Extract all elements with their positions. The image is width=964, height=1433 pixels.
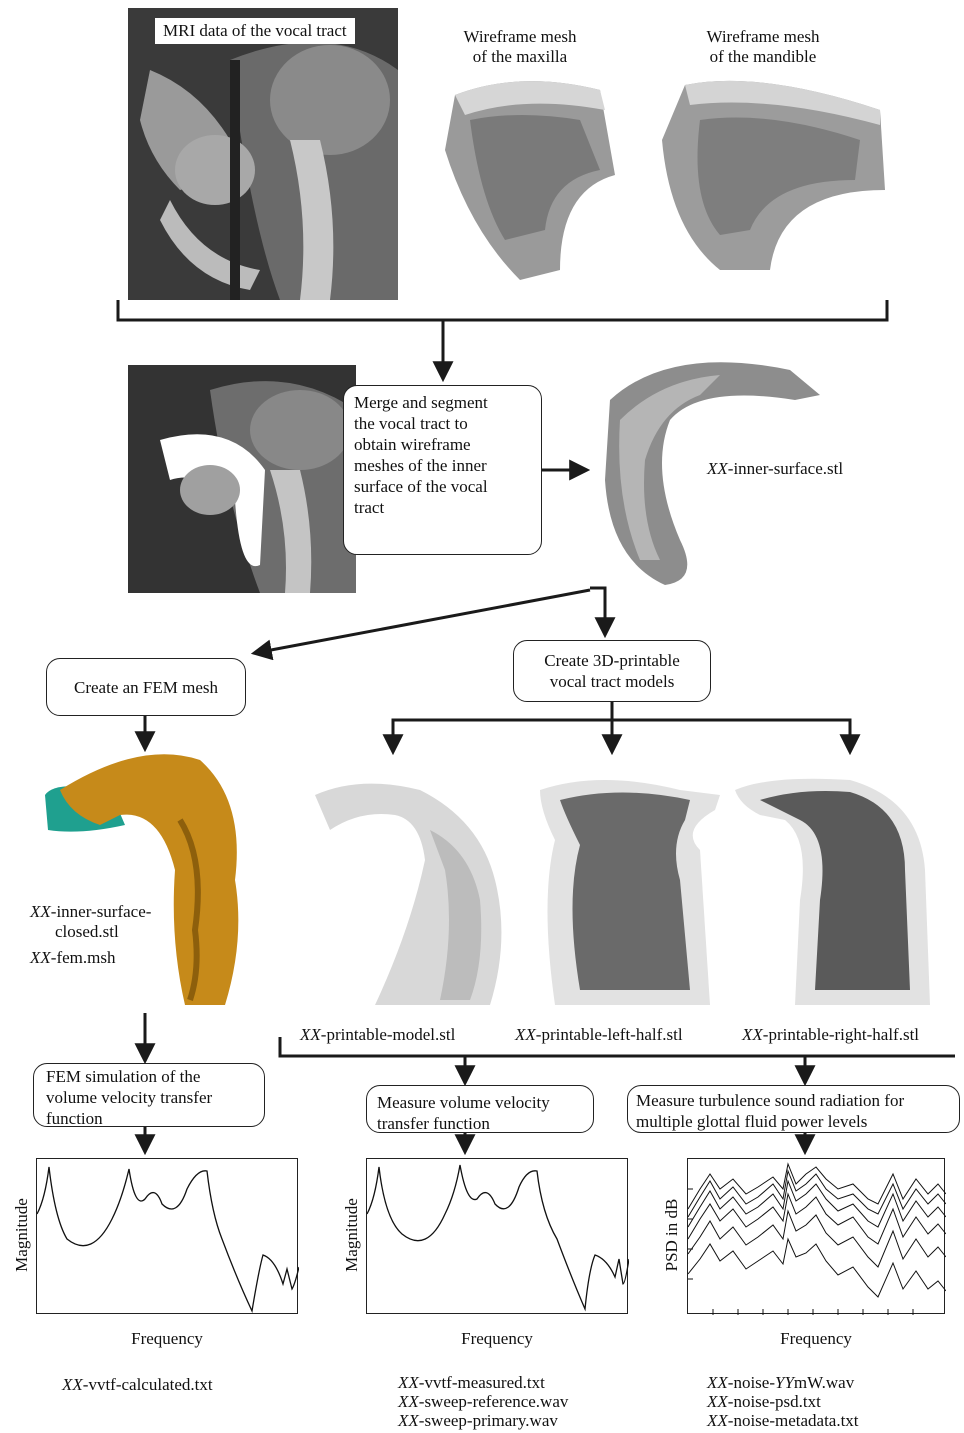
maxilla-mesh-image	[445, 81, 615, 280]
plot-calculated-ylabel: Magnitude	[12, 1195, 32, 1275]
fem-filename-1b: closed.stl	[55, 922, 119, 942]
printable-right-half-image	[735, 779, 930, 1005]
merge-segment-box: Merge and segment the vocal tract to obt…	[343, 385, 542, 555]
plot-measured-ylabel: Magnitude	[342, 1195, 362, 1275]
output-noise-3: XX-noise-metadata.txt	[707, 1411, 859, 1430]
output-noise-2: XX-noise-psd.txt	[707, 1392, 859, 1411]
create-fem-box: Create an FEM mesh	[46, 658, 246, 716]
plot-noise-xlabel: Frequency	[687, 1329, 945, 1349]
mri-image	[128, 8, 398, 300]
fem-filename-1: XX-inner-surface-	[30, 902, 151, 922]
plot-noise	[687, 1158, 945, 1314]
plot-calculated-xlabel: Frequency	[36, 1329, 298, 1349]
fem-simulation-box: FEM simulation of the volume velocity tr…	[33, 1063, 265, 1127]
curve-measured	[367, 1159, 629, 1315]
measure-vvtf-box: Measure volume velocity transfer functio…	[366, 1085, 594, 1133]
mandible-caption: Wireframe mesh of the mandible	[688, 27, 838, 67]
output-noise-1: XX-noise-YYmW.wav	[707, 1373, 859, 1392]
mandible-mesh-image	[662, 81, 885, 270]
fem-filename-2: XX-fem.msh	[30, 948, 115, 968]
mri-caption-box: MRI data of the vocal tract	[155, 18, 355, 44]
output-measured-list: XX-vvtf-measured.txt XX-sweep-reference.…	[398, 1373, 568, 1430]
output-calculated: XX-vvtf-calculated.txt	[62, 1375, 213, 1395]
mri-caption: MRI data of the vocal tract	[163, 21, 347, 40]
create-printable-box: Create 3D-printable vocal tract models	[513, 640, 711, 702]
output-measured-3: XX-sweep-primary.wav	[398, 1411, 568, 1430]
plot-measured	[366, 1158, 628, 1314]
plot-noise-ylabel: PSD in dB	[662, 1190, 682, 1280]
plot-calculated	[36, 1158, 298, 1314]
printable-model-filename: XX-printable-model.stl	[300, 1025, 455, 1045]
output-measured-1: XX-vvtf-measured.txt	[398, 1373, 568, 1392]
printable-left-half-image	[540, 780, 720, 1005]
measure-noise-box: Measure turbulence sound radiation for m…	[627, 1085, 960, 1133]
printable-model-image	[315, 784, 501, 1005]
segmented-mri-image	[128, 365, 356, 593]
printable-left-filename: XX-printable-left-half.stl	[515, 1025, 683, 1045]
inner-surface-filename: XX-inner-surface.stl	[707, 459, 843, 479]
plot-measured-xlabel: Frequency	[366, 1329, 628, 1349]
printable-right-filename: XX-printable-right-half.stl	[742, 1025, 919, 1045]
output-noise-list: XX-noise-YYmW.wav XX-noise-psd.txt XX-no…	[707, 1373, 859, 1430]
output-measured-2: XX-sweep-reference.wav	[398, 1392, 568, 1411]
curve-noise	[688, 1159, 946, 1315]
curve-calculated	[37, 1159, 299, 1315]
maxilla-caption: Wireframe mesh of the maxilla	[445, 27, 595, 67]
